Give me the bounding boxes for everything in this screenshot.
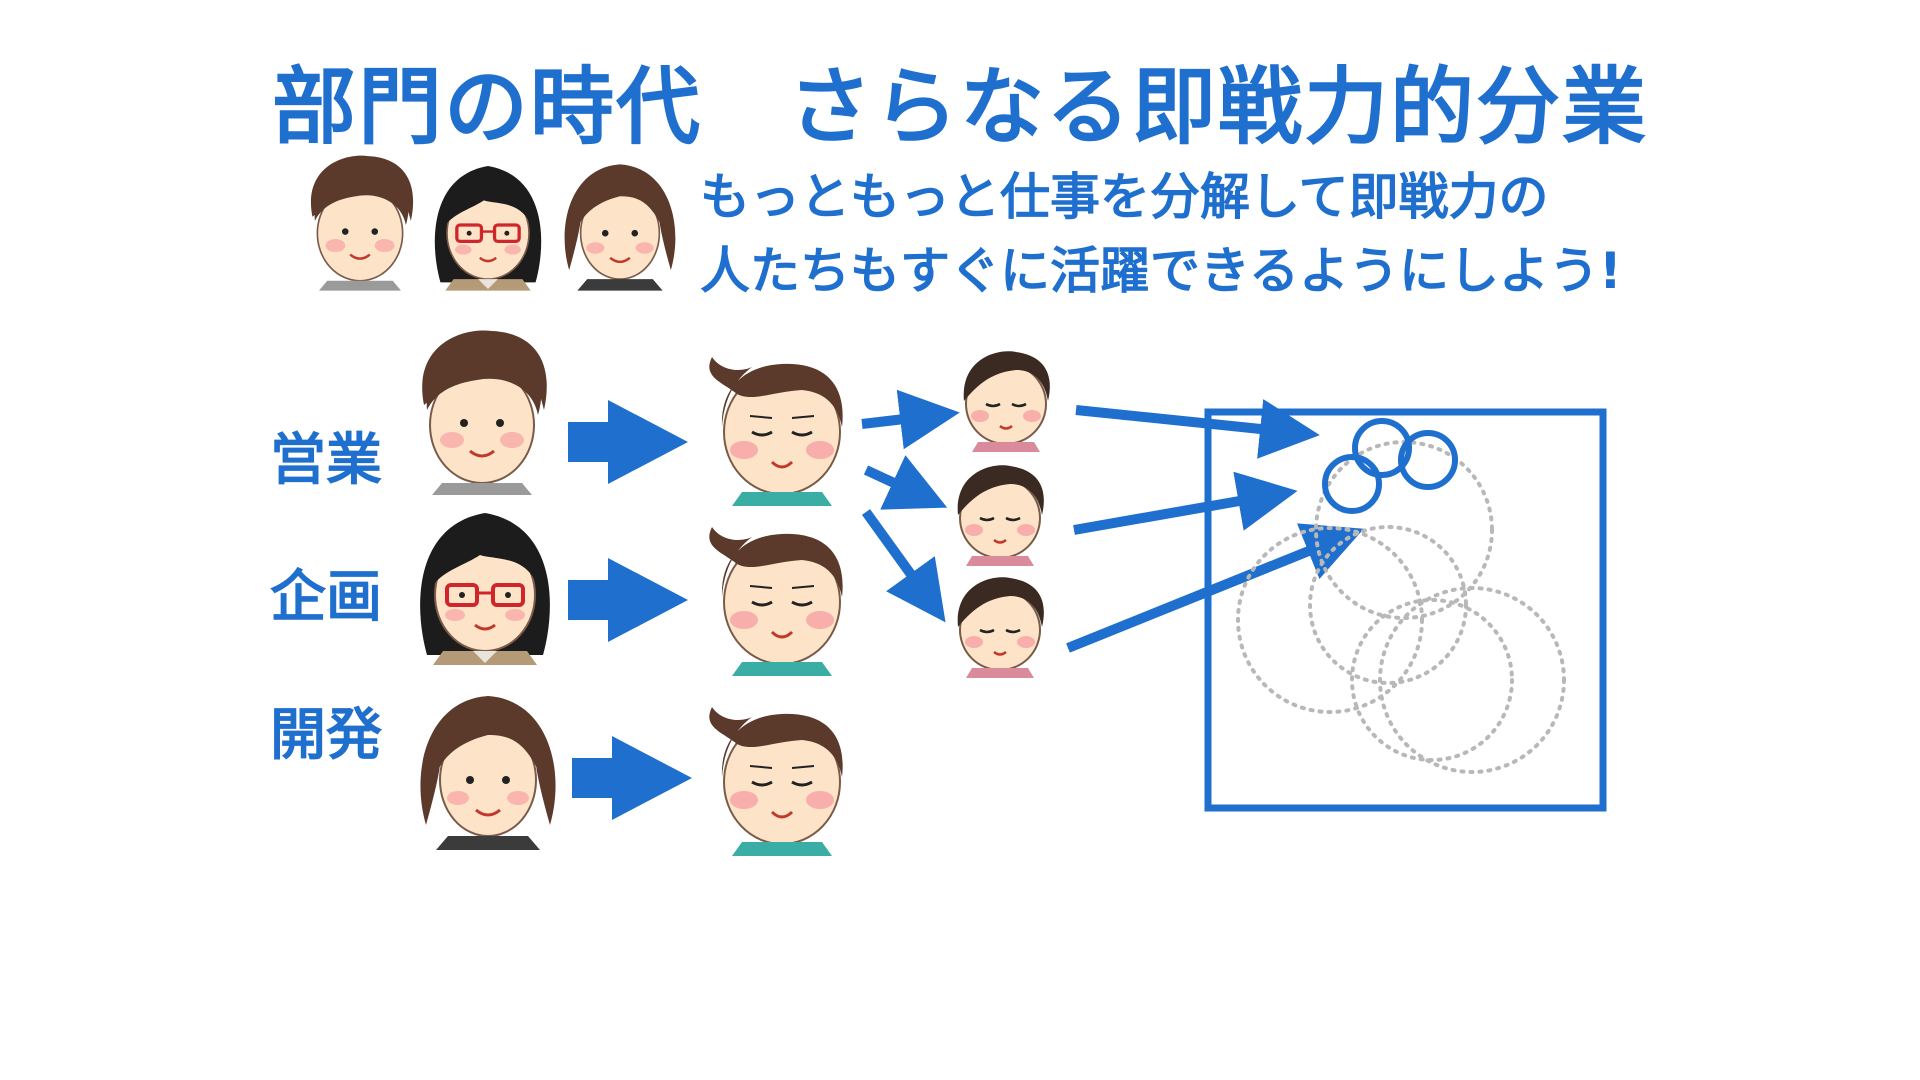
subtitle-line-1: もっともっと仕事を分解して即戦力の: [700, 168, 1549, 226]
skill-unit-circle-icon: [1398, 430, 1458, 490]
right-arrow-icon: [1066, 523, 1364, 653]
right-arrow-icon: [1073, 471, 1298, 535]
manager-man-icon: [707, 355, 845, 508]
right-arrow-icon: [1075, 399, 1320, 459]
dept-label-development: 開発: [270, 703, 382, 768]
skill-overlap-circle-icon: [1350, 598, 1514, 762]
skill-overlap-circles: [1236, 440, 1566, 774]
manager-man-icon: [707, 525, 845, 678]
right-arrow-icon: [572, 736, 692, 820]
development-person-icon: [418, 694, 558, 852]
junior-worker-icon: [956, 576, 1046, 680]
junior-worker-icon: [962, 350, 1052, 454]
sales-person-icon: [420, 328, 549, 497]
dept-label-planning: 企画: [270, 565, 382, 630]
skill-units: [1322, 418, 1458, 514]
page-title: 部門の時代 さらなる即戦力的分業: [271, 58, 1648, 156]
skill-unit-circle-icon: [1352, 418, 1412, 478]
skill-overlap-circle-icon: [1308, 525, 1468, 685]
brown-hair-man-icon: [309, 154, 415, 292]
right-arrow-icon: [568, 400, 688, 484]
skill-overlap-circle-icon: [1236, 526, 1424, 714]
organization-box: [1204, 408, 1607, 812]
planning-person-icon: [418, 511, 552, 667]
manager-man-icon: [707, 705, 845, 858]
junior-worker-icon: [956, 464, 1046, 568]
skill-unit-circle-icon: [1322, 454, 1382, 514]
right-arrow-icon: [568, 558, 688, 642]
dept-label-sales: 営業: [270, 428, 382, 493]
subtitle-line-2: 人たちもすぐに活躍できるようにしよう!: [700, 242, 1622, 300]
right-arrow-icon: [861, 389, 960, 450]
long-hair-man-icon: [563, 163, 677, 292]
skill-overlap-circle-icon: [1378, 586, 1566, 774]
right-arrow-icon: [863, 455, 948, 510]
right-arrow-icon: [861, 509, 946, 623]
glasses-woman-icon: [433, 164, 543, 293]
subtitle: もっともっと仕事を分解して即戦力の 人たちもすぐに活躍できるようにしよう!: [700, 160, 1900, 308]
